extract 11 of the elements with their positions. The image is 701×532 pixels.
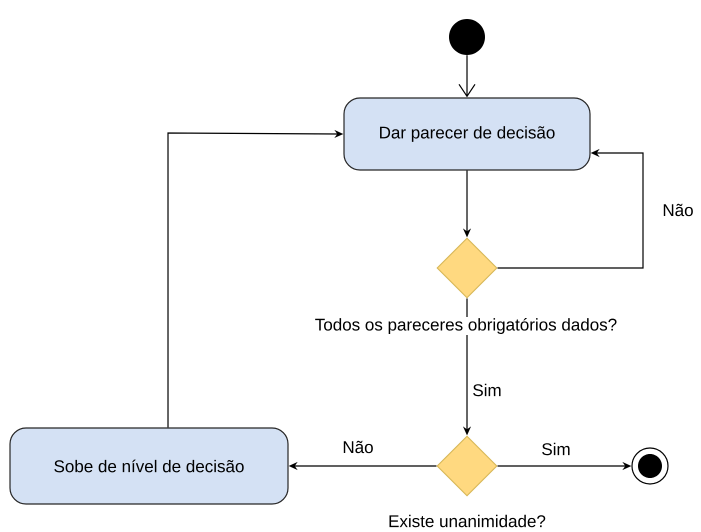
edge-label: Sim xyxy=(540,442,572,456)
edge-label: Sim xyxy=(471,382,503,398)
arrow xyxy=(458,55,476,98)
action-box: Dar parecer de decisão xyxy=(343,97,591,171)
action-box: Sobe de nível de decisão xyxy=(9,427,289,505)
end-circle xyxy=(631,447,669,485)
edge-label: Não xyxy=(341,440,375,454)
condition-label: Existe unanimidade? xyxy=(387,514,547,528)
edge-label: Não xyxy=(661,202,695,218)
start-circle xyxy=(449,19,485,55)
condition-label: Todos os pareceres obrigatórios dados? xyxy=(314,316,618,336)
